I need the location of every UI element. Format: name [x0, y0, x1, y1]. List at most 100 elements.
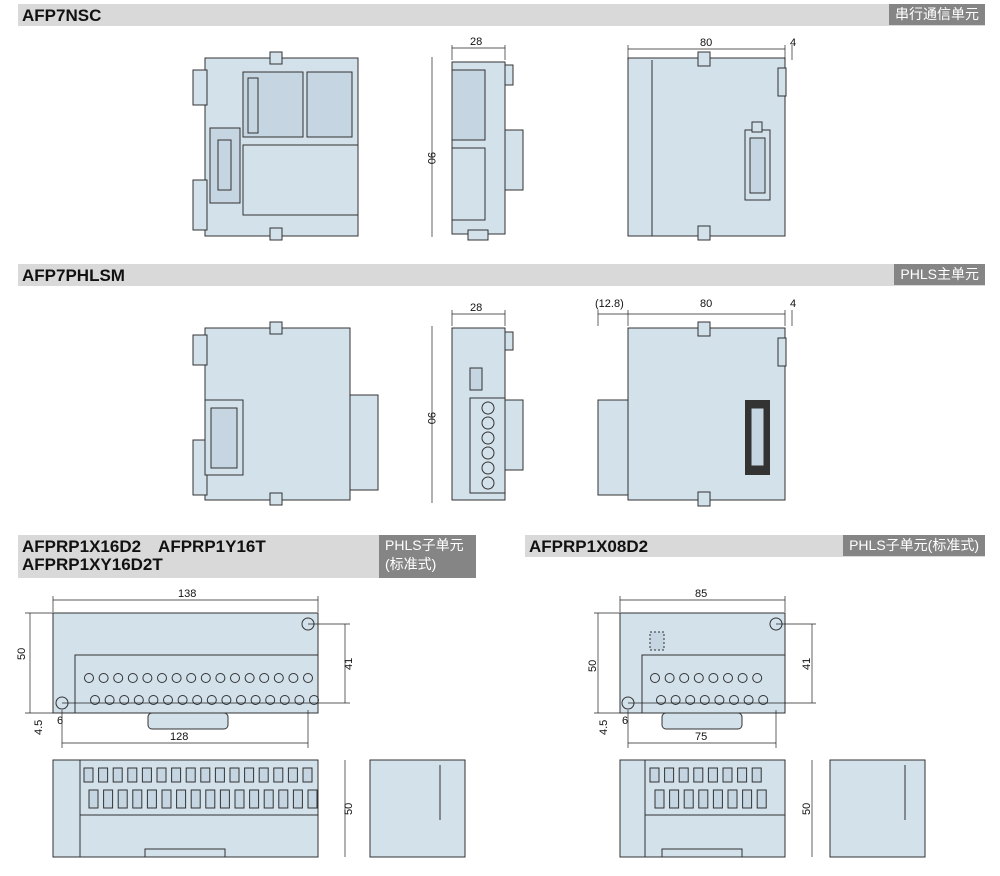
terminal-screw [752, 673, 763, 683]
terminal-block [727, 789, 738, 809]
section-header-afprp1x16d2: AFPRP1X16D2 AFPRP1Y16T AFPRP1XY16D2T PHL… [18, 535, 476, 578]
terminal-screw [113, 673, 124, 683]
terminal-screw [729, 695, 739, 705]
terminal-block [292, 789, 303, 809]
terminal-screw [650, 673, 660, 683]
terminal-screw [157, 673, 167, 683]
terminal-block [156, 767, 167, 783]
terminal-screw [685, 695, 696, 705]
section-tag-line1: PHLS子单元 [385, 537, 464, 553]
terminal-screw [481, 431, 495, 445]
terminal-block [112, 767, 123, 783]
dim-height: 50 [16, 648, 28, 660]
dim-hole-offset-v: 4.5 [33, 720, 45, 735]
terminal-screw [236, 695, 246, 705]
section-tag-line2: (标准式) [385, 556, 437, 572]
dim-width: 80 [700, 37, 712, 49]
terminal-block [742, 789, 753, 809]
dim-hole-offset-h: 6 [57, 715, 63, 727]
section-tag: 串行通信单元 [889, 4, 985, 25]
terminal-screw [743, 695, 754, 705]
terminal-screw [288, 673, 299, 683]
terminal-screw [206, 695, 217, 705]
terminal-block [103, 789, 114, 809]
dim-hole-span-v: 41 [343, 658, 355, 670]
terminal-block [737, 767, 748, 783]
section-title-line2: AFPRP1XY16D2T [22, 555, 163, 574]
terminal-block [649, 767, 660, 783]
terminal-screw [273, 673, 284, 683]
terminal-block [171, 767, 182, 783]
dim-extra: 4 [790, 298, 796, 310]
dim-height: 90 [425, 152, 437, 164]
terminal-block [707, 767, 718, 783]
terminal-screw [230, 673, 240, 683]
terminal-block [683, 789, 694, 809]
section-tag: PHLS子单元(标准式) [843, 535, 985, 556]
terminal-block [669, 789, 680, 809]
terminal-screw [200, 673, 211, 683]
afprp1x08d2-front-view: 50 [619, 759, 926, 858]
terminal-screw [699, 695, 710, 705]
afprp1x08d2-top-view: 85 50 41 4.5 6 75 [587, 588, 816, 748]
terminal-screw [664, 673, 675, 683]
terminal-block [678, 767, 689, 783]
terminal-screw [186, 673, 197, 683]
terminal-block [249, 789, 260, 809]
terminal-screw [148, 695, 159, 705]
terminal-screw [177, 695, 188, 705]
terminal-screw [250, 695, 261, 705]
terminal-screw [481, 476, 495, 490]
terminal-block [146, 789, 157, 809]
section-header-afp7nsc: AFP7NSC 串行通信单元 [18, 4, 985, 26]
terminal-block [229, 767, 240, 783]
section-title: AFPRP1X08D2 [529, 537, 649, 556]
terminal-screw [98, 673, 109, 683]
terminal-block [664, 767, 675, 783]
terminal-screw [481, 401, 495, 415]
terminal-screw [84, 673, 94, 683]
section-header-afp7phlsm: AFP7PHLSM PHLS主单元 [18, 264, 985, 286]
terminal-screw [104, 695, 115, 705]
terminal-block [756, 789, 767, 809]
dim-hole-offset-v: 4.5 [598, 720, 610, 735]
dim-hole-span-h: 128 [170, 731, 188, 743]
terminal-screw [758, 695, 769, 705]
terminal-screw [481, 461, 495, 475]
terminal-block [273, 767, 284, 783]
terminal-screw [693, 673, 704, 683]
terminal-block [200, 767, 211, 783]
afp7nsc-rear-view: 80 4 [627, 37, 796, 241]
terminal-screw [133, 695, 144, 705]
section-tag: PHLS主单元 [894, 264, 985, 285]
terminal-screw [259, 673, 270, 683]
terminal-screw [737, 673, 748, 683]
section-header-afprp1x08d2: AFPRP1X08D2 PHLS子单元(标准式) [525, 535, 985, 557]
terminal-block [693, 767, 704, 783]
terminal-screw [303, 673, 313, 683]
terminal-screw [171, 673, 182, 683]
terminal-block [83, 767, 94, 783]
section-title: AFP7PHLSM [22, 266, 125, 285]
terminal-block [287, 767, 298, 783]
afp7nsc-front-view [192, 51, 359, 241]
dim-width: 80 [700, 298, 712, 310]
terminal-block [132, 789, 143, 809]
afprp1x16d2-front-view: 50 [52, 759, 466, 858]
terminal-screw [90, 695, 100, 705]
dim-hole-span-v: 41 [801, 658, 813, 670]
section-tag: PHLS子单元 (标准式) [379, 535, 476, 578]
terminal-block [698, 789, 709, 809]
terminal-block [88, 789, 99, 809]
terminal-screw [309, 695, 319, 705]
terminal-screw [265, 695, 276, 705]
terminal-screw [142, 673, 153, 683]
terminal-block [278, 789, 289, 809]
dim-width: 28 [470, 36, 482, 48]
terminal-block [234, 789, 245, 809]
terminal-block [117, 789, 128, 809]
dim-width: 28 [470, 302, 482, 314]
terminal-block [722, 767, 733, 783]
terminal-screw [679, 673, 690, 683]
